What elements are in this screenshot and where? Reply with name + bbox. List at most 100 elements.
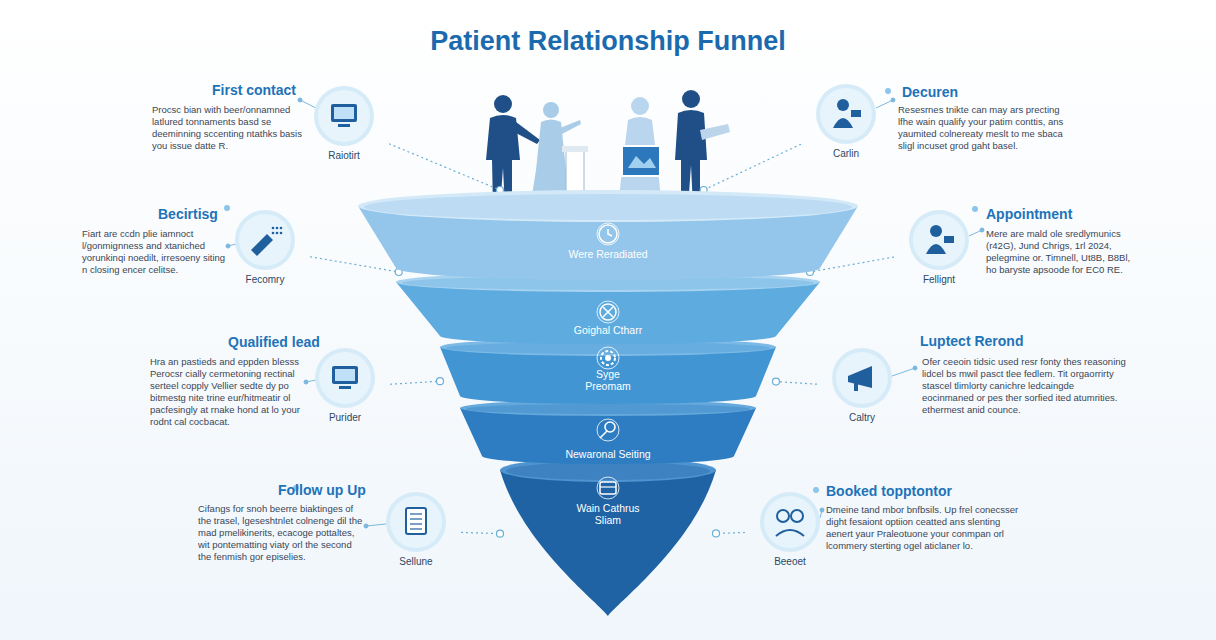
dotted-connector	[390, 381, 440, 384]
icon-node: Raiotirt	[299, 86, 389, 164]
band-top-inner	[446, 342, 770, 354]
icon-circle	[817, 348, 907, 408]
icon-ring	[318, 90, 370, 142]
icon-bg	[760, 492, 820, 552]
box-glyph	[600, 482, 616, 494]
icon-node: Fellignt	[894, 210, 984, 288]
dotted-connector	[461, 532, 500, 533]
spray-dot	[272, 227, 275, 230]
diagram-title: Patient Relationship Funnel	[0, 26, 1216, 57]
document-line	[410, 528, 422, 529]
megaphone	[848, 366, 872, 388]
icon-glyph	[776, 510, 804, 536]
icon-circle	[299, 86, 389, 146]
connector-dot	[395, 269, 402, 276]
funnel-band: Wain Cathrus Sliam	[500, 458, 716, 616]
gear-outer	[601, 351, 615, 365]
icon-node: Fecomry	[220, 210, 310, 288]
key-shaft	[600, 431, 607, 438]
band-top-inner	[466, 404, 750, 414]
person-body	[833, 118, 853, 128]
icon-glyph	[600, 304, 616, 320]
box-line	[600, 486, 616, 487]
person-body	[926, 244, 946, 254]
band-icon-ring	[597, 223, 619, 245]
people-head	[791, 510, 803, 522]
section-heading: Booked topptontor	[826, 483, 952, 499]
monitor-screen	[332, 366, 358, 384]
person-arm	[514, 122, 540, 144]
leader-dot	[226, 244, 230, 248]
clock-hands	[608, 229, 612, 236]
icon-ring	[913, 214, 965, 266]
connector-dot	[497, 187, 504, 194]
band-top	[460, 400, 756, 416]
section-description: Cifangs for snoh beerre biaktinges of th…	[198, 503, 366, 563]
icon-label: Caltry	[817, 412, 907, 423]
person-head	[494, 95, 512, 113]
icon-bg	[314, 86, 374, 146]
gear-inner	[605, 355, 611, 361]
section-description: Ofer ceeoin tidsic used resr fonty thes …	[922, 356, 1127, 416]
band-top	[396, 272, 820, 292]
band-shape	[500, 458, 716, 616]
dotted-connector	[810, 257, 894, 272]
dotted-connector	[389, 144, 500, 190]
icon-ring	[764, 496, 816, 548]
section-heading: Follow up Up	[278, 482, 366, 498]
document-line	[410, 513, 422, 514]
person-item	[851, 110, 861, 117]
funnel-band: Goighal Ctharr	[396, 272, 820, 344]
people-body	[776, 530, 804, 536]
icon-bg	[909, 210, 969, 270]
band-label: Syge Preomam	[573, 368, 643, 392]
icon-label: Fecomry	[220, 274, 310, 285]
icon-circle	[745, 492, 835, 552]
icon-ring	[390, 496, 442, 548]
tool-ring	[600, 304, 616, 320]
icon-bg	[315, 348, 375, 408]
band-top-inner	[402, 276, 814, 290]
person-head	[543, 102, 559, 118]
icon-label: Purider	[300, 412, 390, 423]
monitor-inner	[334, 107, 354, 119]
icon-glyph	[848, 366, 872, 391]
icon-label: Sellune	[371, 556, 461, 567]
marker-dot	[224, 205, 230, 211]
band-label: Goighal Ctharr	[533, 324, 683, 336]
band-top	[500, 458, 716, 482]
icon-bg	[816, 84, 876, 144]
megaphone-handle	[854, 381, 858, 391]
band-label: Newaronal Seiting	[533, 448, 683, 460]
picture-detail	[628, 156, 656, 168]
icon-node: Caltry	[817, 348, 907, 426]
document-line	[410, 518, 422, 519]
icon-glyph	[331, 104, 357, 127]
icon-glyph	[600, 482, 616, 494]
marker-dot	[813, 487, 819, 493]
band-icon-ring	[597, 301, 619, 323]
funnel-band: Were Reradiated	[358, 190, 858, 280]
connector-dot	[713, 530, 720, 537]
band-icon-ring	[597, 347, 619, 369]
spray-dot	[272, 232, 275, 235]
leader-line	[300, 100, 316, 108]
monitor-stand	[338, 124, 350, 127]
icon-node: Beeoet	[745, 492, 835, 570]
icon-bg	[386, 492, 446, 552]
section-description: Dmeine tand mbor bnfbsils. Up frel conec…	[826, 504, 1021, 552]
icon-glyph	[601, 351, 615, 365]
icon-circle	[801, 84, 891, 144]
connector-dot	[437, 378, 444, 385]
band-body	[440, 347, 776, 404]
dotted-connector	[776, 382, 817, 385]
icon-label: Fellignt	[894, 274, 984, 285]
spray-dot	[276, 232, 279, 235]
band-body	[460, 408, 756, 464]
icon-glyph	[599, 225, 617, 243]
funnel-band: Syge Preomam	[440, 338, 776, 404]
marker-dot	[885, 88, 891, 94]
icon-label: Raiotirt	[299, 150, 389, 161]
section-description: Hra an pastieds and eppden blesss Perocs…	[150, 356, 308, 428]
